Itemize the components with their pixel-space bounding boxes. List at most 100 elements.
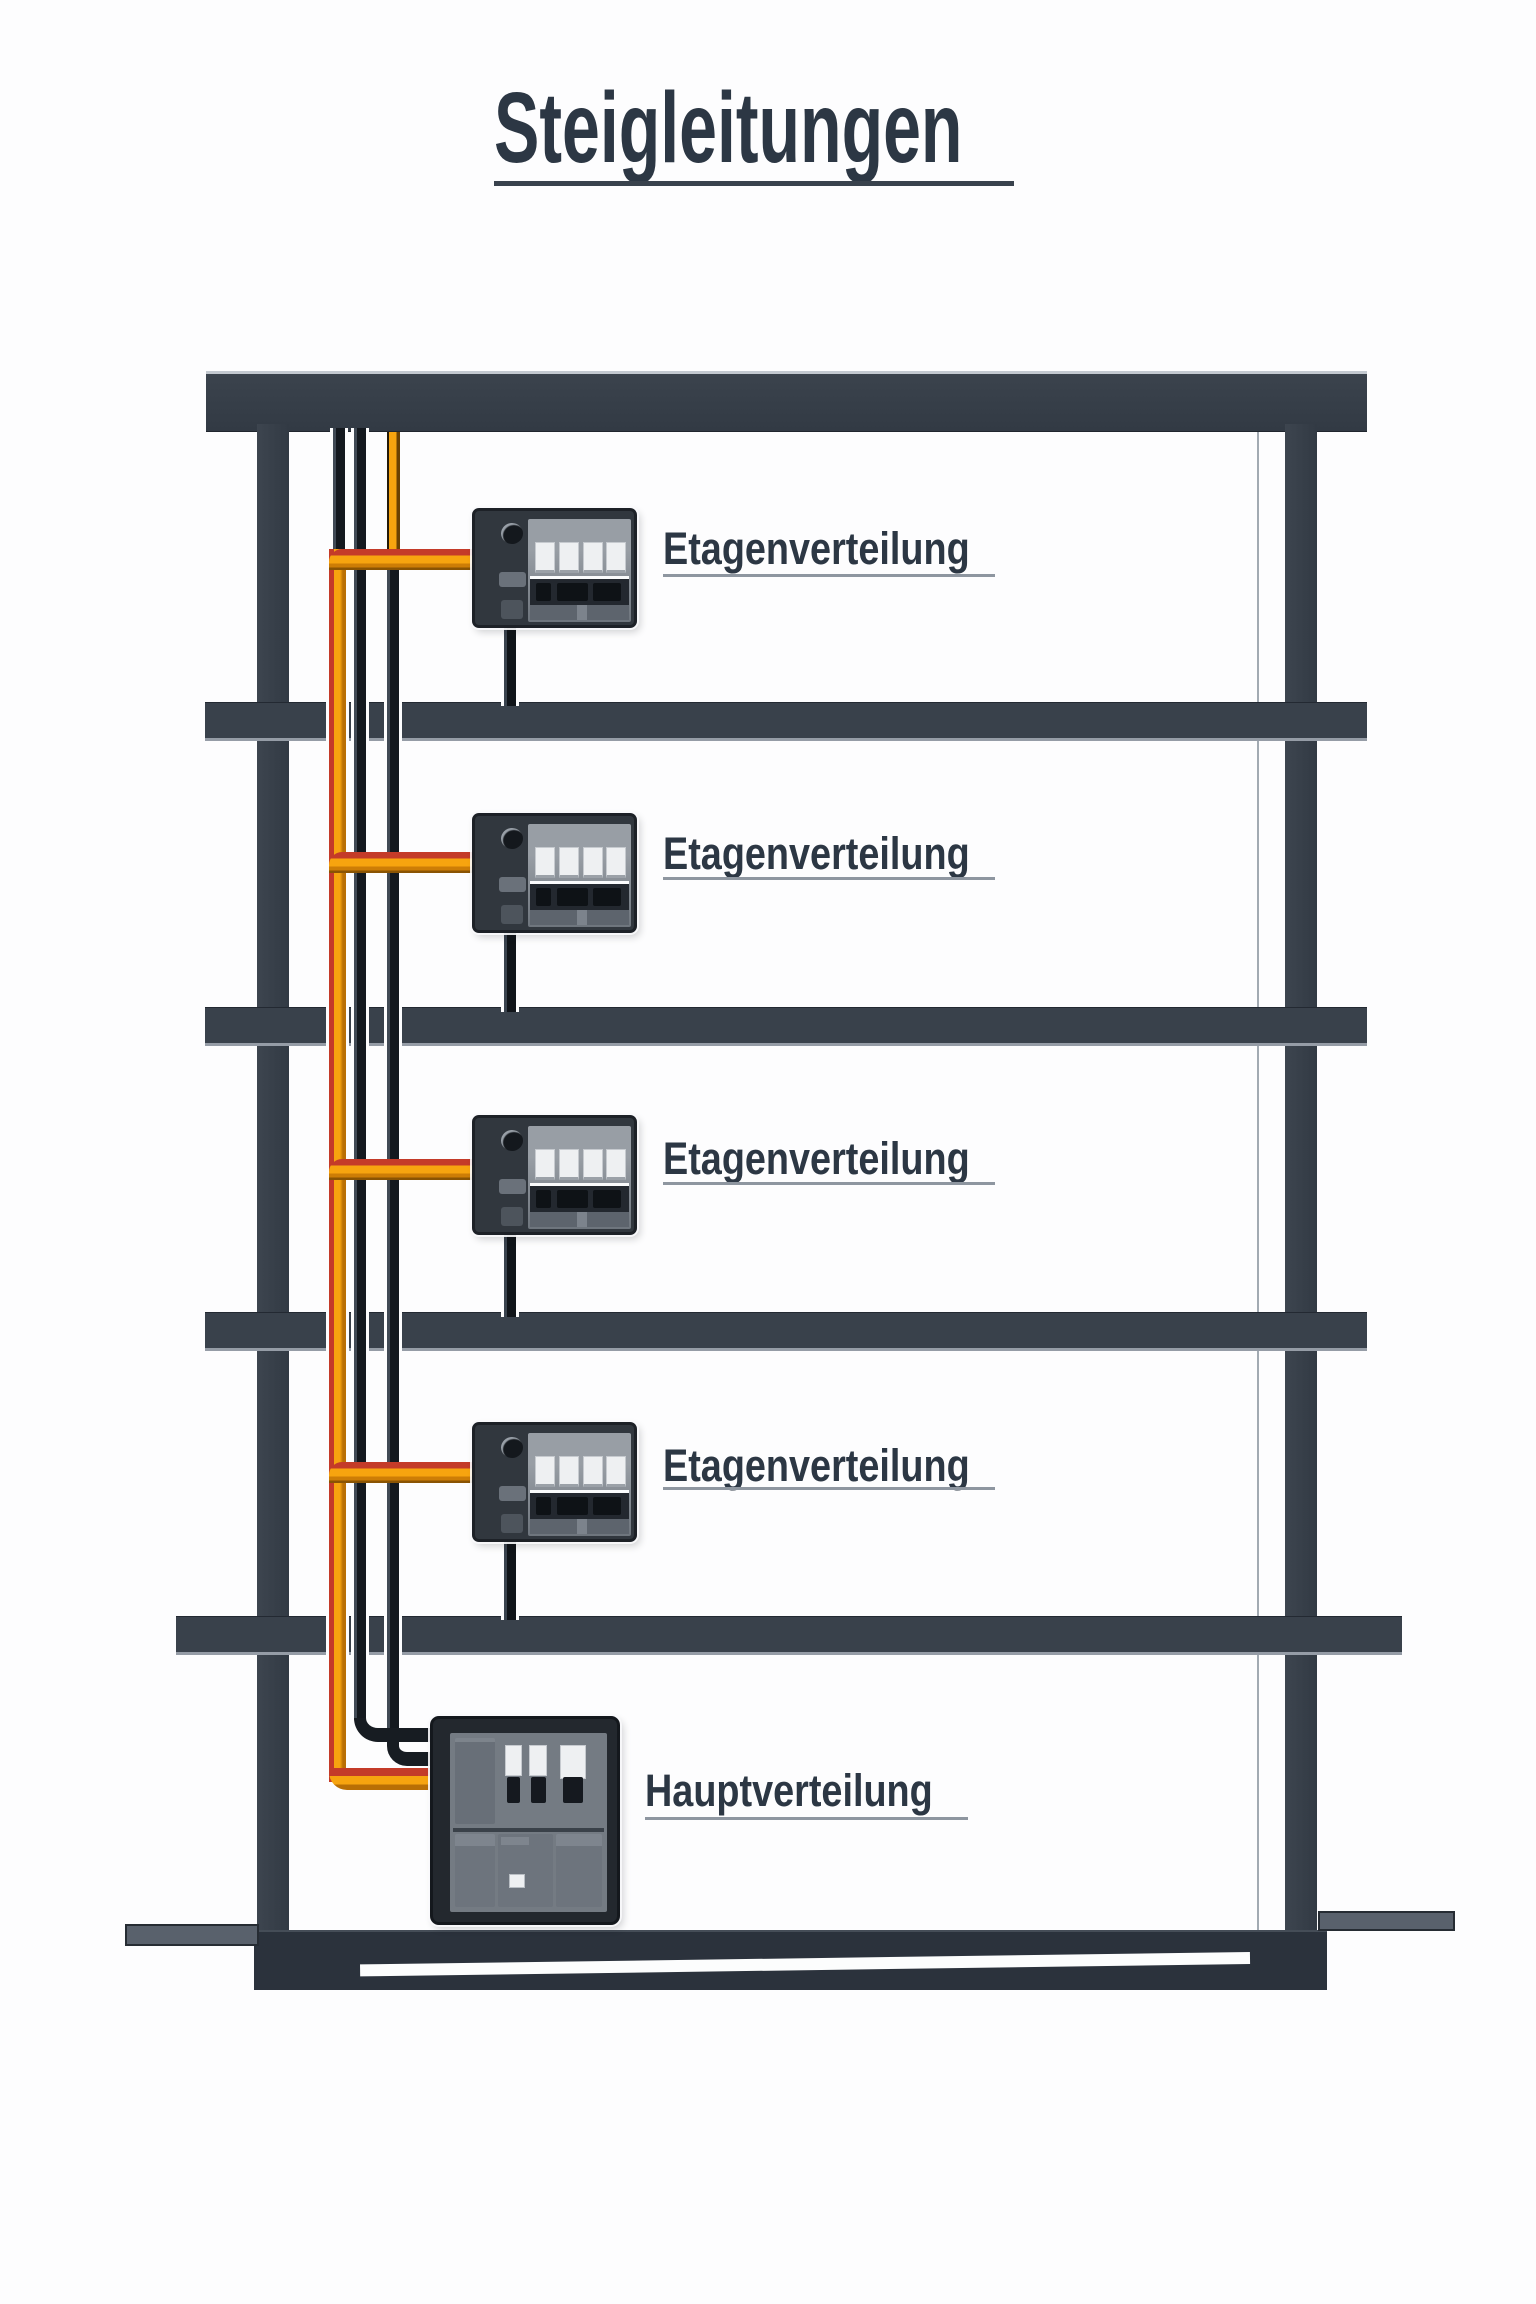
toggle-slot bbox=[536, 1190, 551, 1208]
breaker-switch bbox=[535, 1149, 555, 1180]
breaker-switch bbox=[505, 1745, 522, 1776]
panel-key-slot bbox=[501, 600, 523, 619]
toggle-slot bbox=[536, 583, 551, 601]
toggle-slot bbox=[557, 888, 588, 906]
breaker-switch bbox=[559, 847, 579, 878]
rail-highlight bbox=[530, 1183, 629, 1186]
toggle-slot bbox=[557, 1497, 588, 1515]
wall-left bbox=[257, 424, 289, 1934]
toggle-slot bbox=[536, 1497, 551, 1515]
shaft-line bbox=[1257, 428, 1259, 1930]
ground-line-left bbox=[125, 1924, 259, 1946]
floor-panel-2 bbox=[472, 813, 637, 933]
footer-highlight bbox=[577, 1212, 587, 1227]
riser-cable-black-b bbox=[354, 428, 366, 1720]
riser-cable-orange-top bbox=[387, 428, 400, 562]
rail-highlight bbox=[530, 576, 629, 579]
breaker-switch bbox=[559, 542, 579, 573]
panel-face bbox=[528, 824, 631, 927]
breaker-rail bbox=[530, 1493, 629, 1519]
toggle-slot bbox=[557, 1190, 588, 1208]
breaker-rail bbox=[530, 884, 629, 910]
panel-key-slot bbox=[501, 1207, 523, 1226]
indicator-led-icon bbox=[501, 828, 523, 849]
panel-key-slot bbox=[499, 877, 526, 892]
main-label-underline bbox=[645, 1817, 968, 1820]
floor-slab-4 bbox=[176, 1616, 1402, 1655]
page-title: Steigleitungen bbox=[494, 72, 963, 184]
breaker-switch bbox=[529, 1745, 547, 1776]
title-underline bbox=[494, 181, 1014, 186]
indicator-led-icon bbox=[501, 523, 523, 544]
elbow-cable-black-c bbox=[387, 1740, 432, 1766]
drop-cable-2 bbox=[504, 932, 516, 1012]
elbow-cable-orange bbox=[329, 1768, 432, 1790]
floor-slab-2 bbox=[205, 1007, 1367, 1046]
breaker-rail bbox=[530, 1186, 629, 1212]
panel-key-slot bbox=[501, 905, 523, 924]
toggle-slot bbox=[593, 1190, 621, 1208]
floor-slab-1 bbox=[205, 702, 1367, 741]
floor-label-underline bbox=[663, 1182, 995, 1185]
branch-cable-4 bbox=[329, 1462, 473, 1483]
breaker-switch bbox=[559, 1149, 579, 1180]
panel-key-slot bbox=[499, 572, 526, 587]
breaker-switch bbox=[559, 1456, 579, 1487]
indicator-led-icon bbox=[501, 1437, 523, 1458]
panel-face bbox=[528, 519, 631, 622]
breaker-switch bbox=[606, 542, 626, 573]
panel-divider bbox=[453, 1828, 604, 1832]
branch-cable-1 bbox=[329, 549, 473, 570]
floor-label-underline bbox=[663, 877, 995, 880]
floor-label-1: Etagenverteilung bbox=[663, 523, 970, 574]
breaker-switch bbox=[560, 1745, 586, 1779]
panel-module bbox=[498, 1834, 553, 1907]
branch-cable-2 bbox=[329, 852, 473, 873]
toggle-slot bbox=[593, 888, 621, 906]
breaker-switch bbox=[606, 1149, 626, 1180]
toggle-slot bbox=[536, 888, 551, 906]
rail-highlight bbox=[530, 881, 629, 884]
ground-line-right bbox=[1318, 1911, 1455, 1931]
breaker-switch bbox=[583, 542, 603, 573]
breaker-switch bbox=[583, 1149, 603, 1180]
panel-key-slot bbox=[499, 1486, 526, 1501]
panel-footer bbox=[530, 1519, 629, 1534]
panel-footer bbox=[530, 910, 629, 925]
branch-cable-3 bbox=[329, 1159, 473, 1180]
drop-cable-1 bbox=[504, 628, 516, 706]
toggle-slot bbox=[557, 583, 588, 601]
floor-label-4: Etagenverteilung bbox=[663, 1440, 970, 1491]
indicator-led-icon bbox=[501, 1130, 523, 1151]
wall-right bbox=[1285, 424, 1317, 1934]
floor-panel-1 bbox=[472, 508, 637, 628]
floor-label-underline bbox=[663, 1487, 995, 1490]
panel-face bbox=[528, 1433, 631, 1536]
rail-highlight bbox=[530, 1490, 629, 1493]
toggle-slot bbox=[593, 1497, 621, 1515]
panel-module bbox=[455, 1738, 495, 1824]
panel-module bbox=[556, 1834, 602, 1907]
panel-key-slot bbox=[501, 1514, 523, 1533]
toggle-slot bbox=[507, 1777, 520, 1803]
footer-highlight bbox=[577, 1519, 587, 1534]
breaker-switch bbox=[606, 1456, 626, 1487]
breaker-switch bbox=[535, 847, 555, 878]
breaker-switch bbox=[583, 847, 603, 878]
riser-cable-black-c bbox=[387, 570, 399, 1742]
breaker-switch bbox=[535, 542, 555, 573]
main-panel bbox=[430, 1716, 620, 1925]
panel-footer bbox=[530, 605, 629, 620]
riser-cable-black-a bbox=[333, 428, 345, 554]
floor-label-3: Etagenverteilung bbox=[663, 1133, 970, 1184]
module-header bbox=[501, 1837, 529, 1845]
floor-label-2: Etagenverteilung bbox=[663, 828, 970, 879]
drop-cable-3 bbox=[504, 1233, 516, 1317]
breaker-rail bbox=[530, 579, 629, 605]
footer-highlight bbox=[577, 910, 587, 925]
panel-face bbox=[528, 1126, 631, 1229]
drop-cable-4 bbox=[504, 1538, 516, 1620]
panel-module bbox=[455, 1834, 495, 1907]
floor-panel-4 bbox=[472, 1422, 637, 1542]
